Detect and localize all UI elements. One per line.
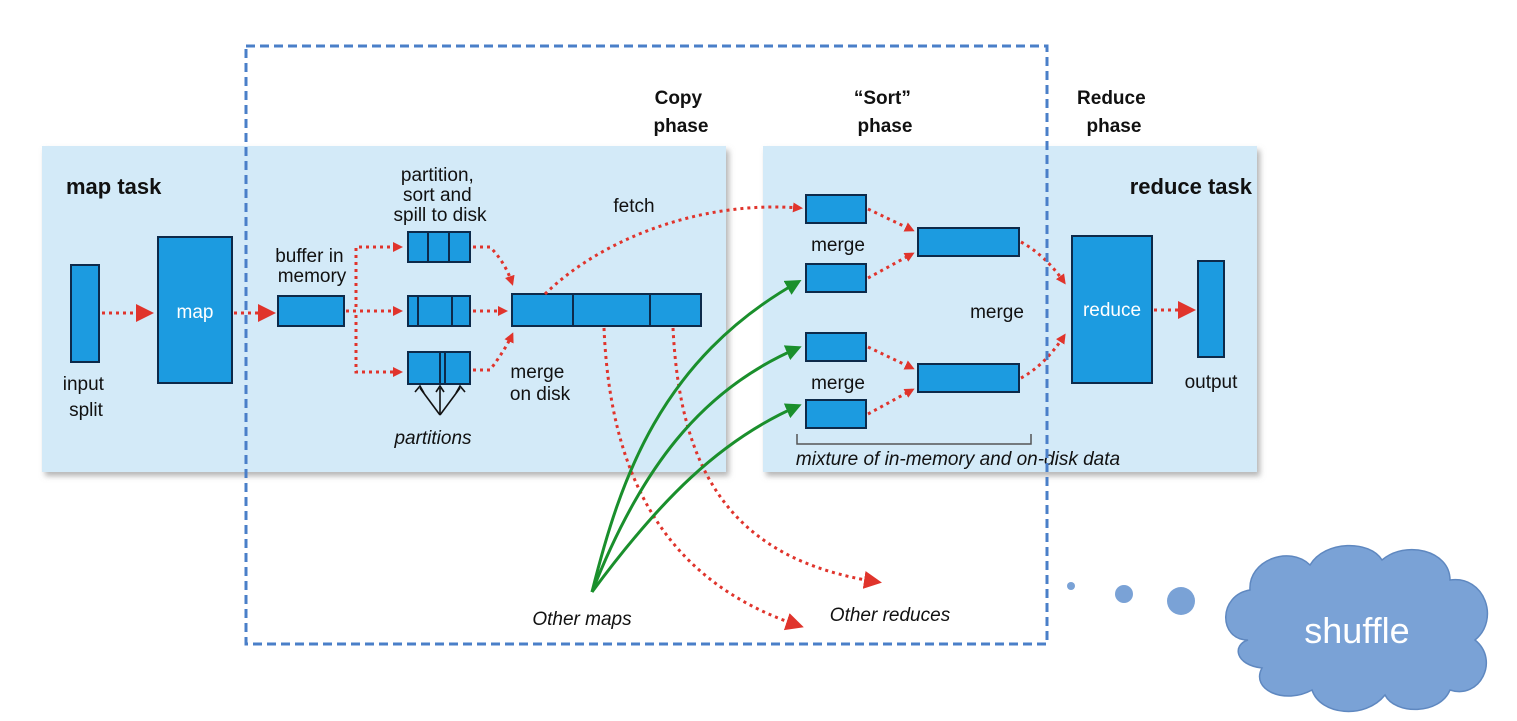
input-split-label: input split [63, 374, 109, 421]
reduce-side-arrows [867, 207, 1196, 416]
partition-sort-spill-label: partition, sort and spill to disk [394, 165, 487, 226]
sort-phase-label: “Sort” phase [854, 88, 916, 137]
fetched-segment-3 [805, 332, 867, 362]
spill-file-2 [407, 295, 471, 327]
other-reduces-text: Other reduces [830, 605, 951, 626]
fetched-segment-1 [805, 194, 867, 224]
output-label: output [1185, 372, 1239, 393]
reduce-box-label: reduce [1083, 300, 1141, 321]
mixture-label: mixture of in-memory and on-disk data [796, 449, 1120, 470]
reduce-box [1071, 235, 1153, 384]
partitions-pointers [414, 384, 466, 416]
shuffle-region-border [244, 44, 1049, 646]
output-box [1197, 260, 1225, 358]
fetched-segment-4 [805, 399, 867, 429]
merged-segment-top [917, 227, 1020, 257]
fetched-segment-2 [805, 263, 867, 293]
thought-dot-medium [1115, 585, 1133, 603]
fetch-label: fetch [613, 196, 654, 217]
thought-dot-small [1067, 582, 1075, 590]
map-task-title: map task [66, 174, 162, 199]
buffer-in-memory-box [277, 295, 345, 327]
reduce-phase-label: Reduce phase [1077, 88, 1151, 137]
input-split-box [70, 264, 100, 363]
merge-on-disk-label: merge on disk [510, 362, 571, 405]
merged-map-output [511, 293, 702, 327]
other-maps-arrows [590, 280, 802, 593]
merged-segment-bottom [917, 363, 1020, 393]
merge-bottom-label: merge [811, 373, 865, 394]
shuffle-cloud-label: shuffle [1304, 610, 1409, 651]
copy-phase-label: Copy phase [654, 88, 709, 137]
merge-top-label: merge [811, 235, 865, 256]
map-box [157, 236, 233, 384]
merge-middle-label: merge [970, 302, 1024, 323]
shuffle-cloud [1225, 544, 1489, 713]
thought-dot-large [1167, 587, 1195, 615]
partitions-label: partitions [393, 428, 472, 449]
spill-file-1 [407, 231, 471, 263]
spill-file-3 [407, 351, 471, 385]
reduce-task-title: reduce task [1130, 174, 1253, 199]
buffer-in-memory-label: buffer in memory [275, 246, 349, 287]
map-side-arrows [102, 202, 882, 631]
mixture-bracket [796, 434, 1032, 445]
map-box-label: map [177, 302, 214, 323]
other-maps-label: Other maps [532, 609, 632, 630]
